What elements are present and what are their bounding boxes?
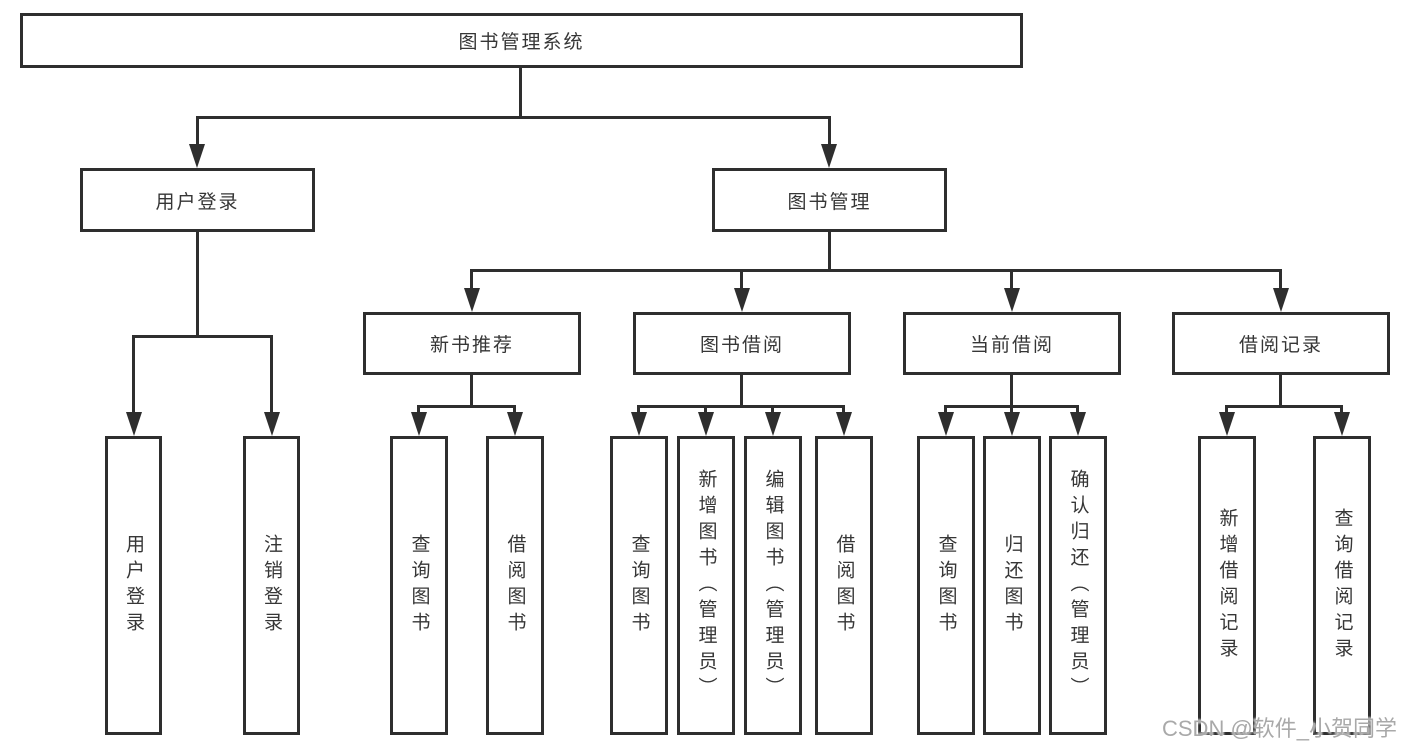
drop-line-borrow-records — [1279, 269, 1282, 290]
drop-line-book-management — [828, 116, 831, 146]
node-current-borrowing: 当前借阅 — [903, 312, 1121, 375]
arrowhead-nb-query-icon — [411, 412, 427, 436]
leaf-logout: 注销登录 — [243, 436, 300, 735]
current-borrow-stem-line — [1010, 375, 1013, 408]
drop-line-br-add — [1225, 405, 1228, 414]
drop-line-new-book — [470, 269, 473, 290]
arrowhead-current-borrow-icon — [1004, 288, 1020, 312]
leaf-bb-query-books: 查询图书 — [610, 436, 668, 735]
borrow-records-stem-line — [1279, 375, 1282, 408]
drop-line-bb-add — [704, 405, 707, 414]
drop-line-current-borrow — [1010, 269, 1013, 290]
drop-line-bb-edit — [771, 405, 774, 414]
drop-line-cb-return — [1010, 405, 1013, 414]
arrowhead-bb-query-icon — [631, 412, 647, 436]
drop-line-br-query — [1340, 405, 1343, 414]
leaf-cb-query-books: 查询图书 — [917, 436, 975, 735]
leaf-bb-add-book-admin: 新增图书（管理员） — [677, 436, 735, 735]
arrowhead-nb-borrow-icon — [507, 412, 523, 436]
arrowhead-book-borrow-icon — [734, 288, 750, 312]
drop-line-logout-leaf — [270, 335, 273, 414]
book-borrow-branch-line — [637, 405, 845, 408]
book-management-stem-line — [828, 232, 831, 272]
arrowhead-login-leaf-icon — [126, 412, 142, 436]
drop-line-cb-query — [944, 405, 947, 414]
arrowhead-new-book-icon — [464, 288, 480, 312]
drop-line-nb-borrow — [513, 405, 516, 414]
user-login-branch-line — [132, 335, 273, 338]
drop-line-cb-confirm — [1076, 405, 1079, 414]
arrowhead-cb-confirm-icon — [1070, 412, 1086, 436]
arrowhead-br-add-icon — [1219, 412, 1235, 436]
leaf-nb-borrow-books: 借阅图书 — [486, 436, 544, 735]
arrowhead-bb-borrow-icon — [836, 412, 852, 436]
drop-line-bb-borrow — [842, 405, 845, 414]
node-new-book-recommendation: 新书推荐 — [363, 312, 581, 375]
leaf-bb-edit-book-admin: 编辑图书（管理员） — [744, 436, 802, 735]
drop-line-nb-query — [417, 405, 420, 414]
book-borrow-stem-line — [740, 375, 743, 408]
arrowhead-cb-return-icon — [1004, 412, 1020, 436]
arrowhead-bb-add-icon — [698, 412, 714, 436]
leaf-br-query-record: 查询借阅记录 — [1313, 436, 1371, 735]
arrowhead-logout-leaf-icon — [264, 412, 280, 436]
drop-line-bb-query — [637, 405, 640, 414]
node-library-management-system: 图书管理系统 — [20, 13, 1023, 68]
drop-line-user-login — [196, 116, 199, 146]
arrowhead-bb-edit-icon — [765, 412, 781, 436]
root-branch-line — [196, 116, 830, 119]
new-book-branch-line — [417, 405, 516, 408]
node-user-login: 用户登录 — [80, 168, 315, 232]
book-management-branch-line — [470, 269, 1282, 272]
arrowhead-br-query-icon — [1334, 412, 1350, 436]
arrowhead-borrow-records-icon — [1273, 288, 1289, 312]
new-book-stem-line — [470, 375, 473, 408]
node-book-management: 图书管理 — [712, 168, 947, 232]
leaf-br-add-record: 新增借阅记录 — [1198, 436, 1256, 735]
drop-line-login-leaf — [132, 335, 135, 414]
node-borrowing-records: 借阅记录 — [1172, 312, 1390, 375]
arrowhead-book-management-icon — [821, 144, 837, 168]
leaf-user-login: 用户登录 — [105, 436, 162, 735]
leaf-bb-borrow-books: 借阅图书 — [815, 436, 873, 735]
node-book-borrowing: 图书借阅 — [633, 312, 851, 375]
leaf-cb-confirm-return-admin: 确认归还（管理员） — [1049, 436, 1107, 735]
leaf-cb-return-books: 归还图书 — [983, 436, 1041, 735]
leaf-nb-query-books: 查询图书 — [390, 436, 448, 735]
arrowhead-user-login-icon — [189, 144, 205, 168]
borrow-records-branch-line — [1225, 405, 1343, 408]
user-login-stem-line — [196, 232, 199, 338]
arrowhead-cb-query-icon — [938, 412, 954, 436]
drop-line-book-borrow — [740, 269, 743, 290]
csdn-watermark: CSDN @软件_小贺同学 — [1162, 716, 1398, 741]
root-stem-line — [519, 68, 522, 118]
